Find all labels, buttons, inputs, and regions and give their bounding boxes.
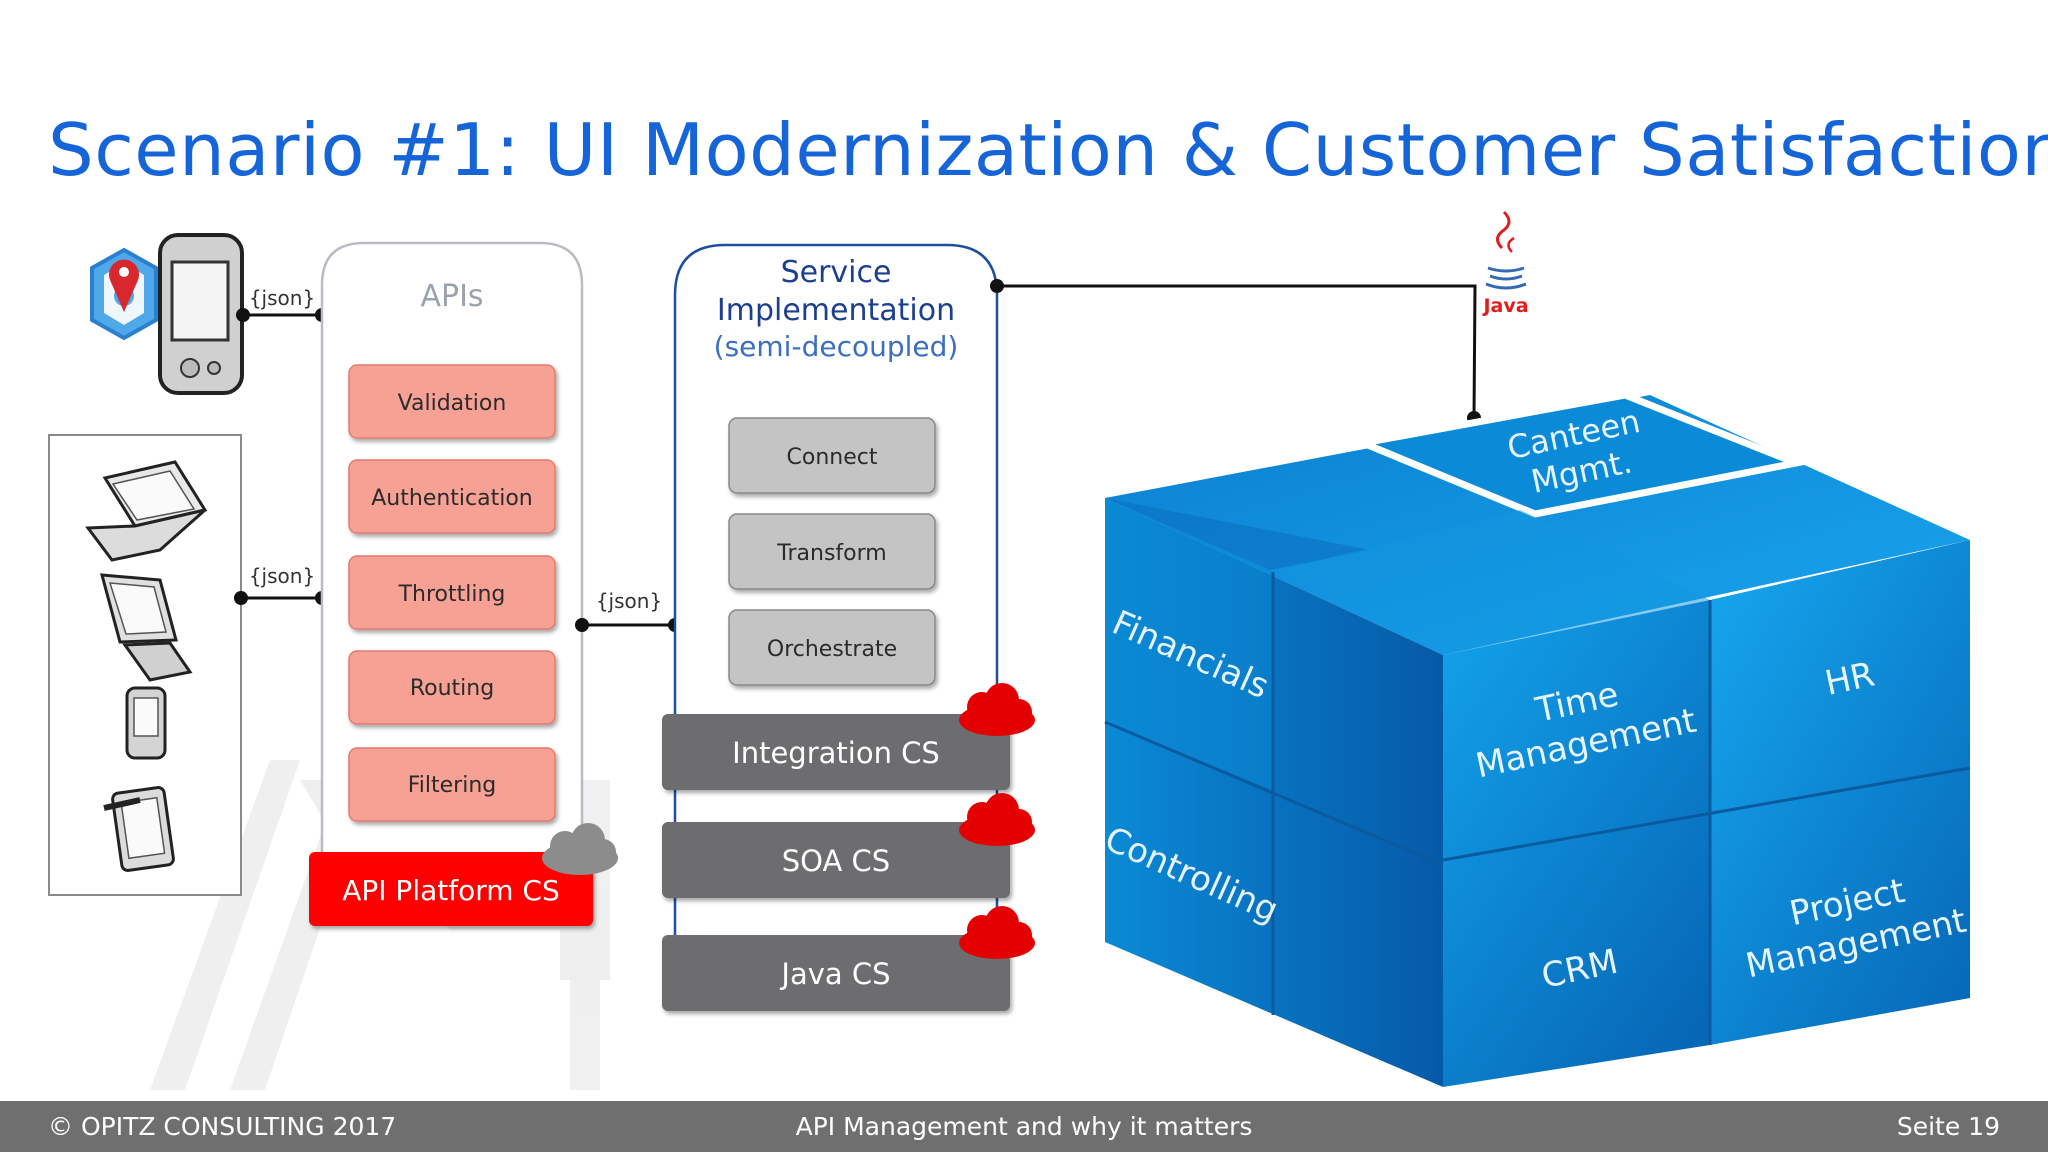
- laptop-icon: [85, 460, 208, 562]
- json-label-services: {json}: [596, 589, 662, 613]
- service-subtitle: (semi-decoupled): [714, 330, 959, 363]
- red-cloud-icon: [959, 683, 1035, 736]
- java-cs-label: Java CS: [779, 957, 890, 991]
- soa-cs-box: [662, 822, 1010, 898]
- connector-services: [575, 618, 682, 632]
- connector-mobile: [236, 308, 329, 322]
- footer-copyright: © OPITZ CONSULTING 2017: [48, 1112, 397, 1141]
- api-routing-label: Routing: [410, 676, 494, 701]
- api-routing-box: [348, 650, 556, 725]
- service-connect-box: [728, 417, 936, 494]
- api-authentication-label: Authentication: [371, 486, 533, 511]
- service-transform-label: Transform: [776, 541, 886, 566]
- architecture-diagram: {json} {json} APIs Validation Authentica…: [48, 210, 1971, 1090]
- soa-cs-label: SOA CS: [782, 844, 890, 878]
- footer-page-number: Seite 19: [1896, 1112, 2000, 1141]
- apis-title: APIs: [420, 279, 483, 314]
- json-label-mobile: {json}: [249, 286, 315, 310]
- service-transform-box: [728, 513, 936, 590]
- integration-cs-label: Integration CS: [732, 736, 940, 770]
- json-label-devices: {json}: [249, 564, 315, 588]
- connector-java: [990, 279, 1481, 425]
- page-title: Scenario #1: UI Modernization & Customer…: [48, 108, 2048, 192]
- api-platform-box: [309, 852, 593, 926]
- api-validation-box: [348, 364, 556, 439]
- footer-presentation-title: API Management and why it matters: [795, 1112, 1253, 1141]
- monitor-icon: [99, 573, 193, 682]
- map-pin-icon: [90, 247, 158, 341]
- api-throttling-label: Throttling: [398, 582, 506, 607]
- grey-cloud-icon: [542, 823, 618, 875]
- applications-cube: [1104, 391, 1971, 1087]
- api-filtering-label: Filtering: [408, 773, 497, 798]
- api-filtering-box: [348, 747, 556, 822]
- service-orchestrate-box: [728, 609, 936, 686]
- red-cloud-icon: [959, 793, 1035, 846]
- java-logo-text: Java: [1481, 295, 1528, 317]
- api-authentication-box: [348, 459, 556, 534]
- java-cs-box: [662, 935, 1010, 1011]
- red-cloud-icon: [959, 906, 1035, 959]
- java-logo-icon: [1485, 210, 1527, 290]
- api-validation-label: Validation: [398, 391, 507, 416]
- service-title-line2: Implementation: [717, 293, 955, 328]
- integration-cs-box: [662, 714, 1010, 790]
- connector-devices: [234, 591, 329, 605]
- footer: © OPITZ CONSULTING 2017 API Management a…: [0, 1101, 2048, 1152]
- service-orchestrate-label: Orchestrate: [767, 637, 897, 662]
- phone-icon: [125, 686, 167, 760]
- pda-icon: [158, 233, 244, 395]
- service-connect-label: Connect: [787, 445, 878, 470]
- api-throttling-box: [348, 555, 556, 630]
- service-title-line1: Service: [781, 255, 892, 290]
- api-platform-label: API Platform CS: [342, 874, 560, 907]
- tablet-pen-icon: [103, 786, 175, 872]
